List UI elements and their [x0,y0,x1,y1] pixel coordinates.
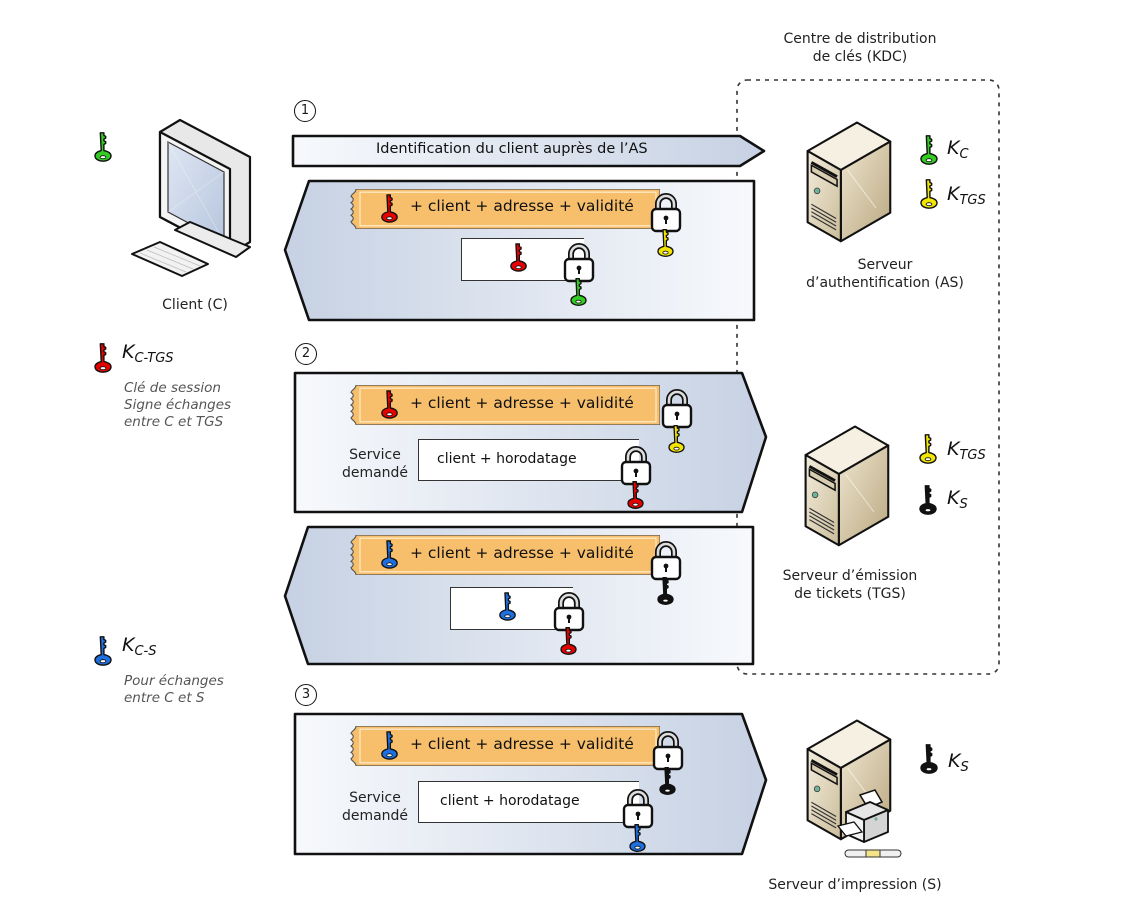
black-key-icon [920,743,938,775]
session-key-box-1 [461,238,584,281]
legend-k-cs-sub: C-S [134,644,157,659]
as-server-label: Serveur d’authentification (AS) [790,256,980,292]
yellow-key-icon [920,178,938,210]
print-server-label: Serveur d’impression (S) [768,877,942,893]
padlock-icon [650,193,682,233]
as-key-kc-label: KC [947,137,969,162]
black-key-icon [919,484,937,516]
as-server-icon [800,112,895,247]
legend-k-ctgs-line1: Clé de session [124,380,221,396]
authenticator-box-2 [418,439,639,481]
ticket-2-text: + client + adresse + validité [410,394,634,412]
red-key-icon [381,389,398,420]
legend-k-cs-base: K [122,634,135,656]
client-label: Client (C) [162,297,228,313]
tgs-key-ks-base: K [947,487,960,509]
padlock-icon [661,389,693,429]
red-key-icon [510,242,527,273]
as-key-kc-base: K [947,137,960,159]
blue-key-icon [381,539,398,570]
blue-key-icon [381,730,398,761]
green-key-icon [570,277,587,307]
legend-k-ctgs-line2: Signe échanges [124,397,232,413]
service-requested-line1: Service [349,447,401,463]
yellow-key-icon [919,433,937,465]
tgs-key-ktgs-sub: TGS [959,448,986,463]
as-server-label-line1: Serveur [857,257,913,273]
red-key-icon [627,480,644,510]
as-key-ktgs-label: KTGS [947,183,986,208]
tgs-server-label: Serveur d’émission de tickets (TGS) [760,567,940,603]
as-key-ktgs-sub: TGS [959,193,986,208]
red-key-icon [381,193,398,224]
arrow-1-request-label: Identification du client auprès de l’AS [376,141,648,157]
black-key-icon [657,576,674,606]
ticket-3-text: + client + adresse + validité [410,544,634,562]
printer-icon [836,789,902,858]
kdc-title-line1: Centre de distribution [783,31,937,47]
step-3-number: 3 [295,684,317,706]
kdc-title: Centre de distribution de clés (KDC) [760,30,960,66]
legend-k-cs-description: Pour échanges entre C et S [124,673,224,707]
tgs-server-icon [798,416,893,551]
legend-k-cs-line1: Pour échanges [124,673,224,689]
service-requested-line1: Service [349,790,401,806]
tgs-server-label-line2: de tickets (TGS) [794,586,906,602]
tgs-server-label-line1: Serveur d’émission [782,568,918,584]
tgs-key-ks-sub: S [959,497,968,512]
authenticator-2-text: client + horodatage [437,451,577,467]
as-key-kc-sub: C [959,147,969,162]
kdc-title-line2: de clés (KDC) [812,49,908,65]
red-key-icon [560,626,577,656]
service-requested-label-2: Service demandé [330,446,420,482]
legend-k-ctgs-description: Clé de session Signe échanges entre C et… [124,380,231,431]
print-key-ks-label: KS [948,750,969,775]
print-key-ks-sub: S [960,760,969,775]
blue-key-icon [629,823,646,853]
yellow-key-icon [668,424,685,454]
service-requested-line2: demandé [341,465,409,481]
legend-k-cs-line2: entre C et S [124,690,205,706]
legend-k-ctgs-sub: C-TGS [134,351,174,366]
tgs-key-ks-label: KS [947,487,968,512]
session-key-box-2 [450,587,573,630]
service-requested-line2: demandé [341,808,409,824]
tgs-key-ktgs-base: K [947,438,960,460]
green-key-icon [920,134,938,166]
ticket-4-text: + client + adresse + validité [410,735,634,753]
as-key-ktgs-base: K [947,183,960,205]
authenticator-box-3 [418,781,639,823]
service-requested-label-3: Service demandé [330,789,420,825]
legend-k-ctgs-line3: entre C et TGS [124,414,224,430]
black-key-icon [659,766,676,796]
step-1-number: 1 [294,100,316,122]
print-key-ks-base: K [948,750,961,772]
legend-k-ctgs-base: K [122,341,135,363]
step-2-number: 2 [295,343,317,365]
padlock-icon [652,731,684,771]
authenticator-3-text: client + horodatage [440,793,580,809]
tgs-key-ktgs-label: KTGS [947,438,986,463]
blue-key-icon [499,591,516,622]
ticket-1-text: + client + adresse + validité [410,197,634,215]
legend-k-cs-label: KC-S [122,634,157,659]
as-server-label-line2: d’authentification (AS) [806,275,964,291]
padlock-icon [650,541,682,581]
arrow-1-request [291,134,766,168]
yellow-key-icon [657,228,674,258]
client-computer-icon [131,118,252,277]
legend-k-ctgs-label: KC-TGS [122,341,174,366]
